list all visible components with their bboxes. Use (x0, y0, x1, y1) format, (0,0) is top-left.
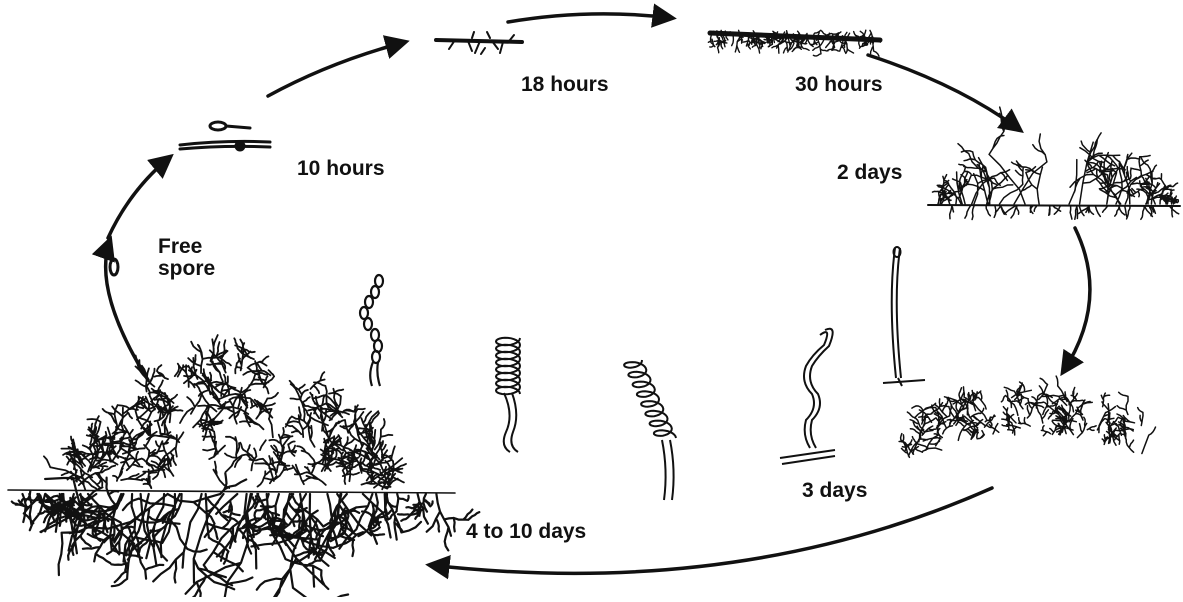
colony-2-days (928, 107, 1180, 219)
colony-3-days (899, 376, 1155, 457)
arrow-30h-to-2d (868, 55, 1020, 130)
mature-colony (8, 335, 479, 597)
arrow-up-to-10h (108, 157, 170, 238)
mycelium-18h (436, 32, 522, 54)
mycelium-30h (708, 30, 880, 56)
arrow-2d-to-3d (1063, 228, 1090, 372)
coiled-sporophore-a (496, 338, 520, 452)
label-10-hours: 10 hours (297, 158, 385, 180)
coiled-sporophore-b (624, 360, 676, 500)
label-30-hours: 30 hours (795, 74, 883, 96)
label-4-to-10-days: 4 to 10 days (466, 521, 586, 543)
label-free-spore: Free spore (158, 236, 215, 280)
spore-chain (360, 275, 383, 386)
free-spore-shape (110, 259, 118, 275)
label-18-hours: 18 hours (521, 74, 609, 96)
germ-tube-10h (180, 122, 270, 150)
wavy-sporophore (780, 329, 835, 464)
arrow-18h-to-30h (508, 14, 672, 22)
straight-sporophore (883, 247, 925, 386)
label-2-days: 2 days (837, 162, 902, 184)
cycle-arrows (106, 14, 1090, 574)
label-3-days: 3 days (802, 480, 867, 502)
arrow-10h-to-18h (268, 42, 405, 96)
